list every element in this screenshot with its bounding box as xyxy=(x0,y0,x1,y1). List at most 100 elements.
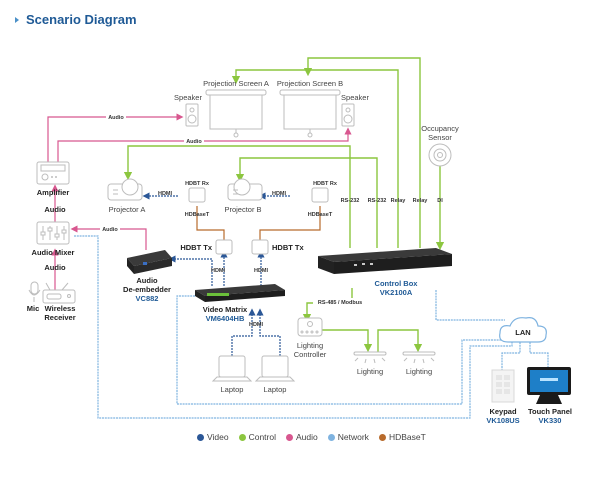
occupancy-sensor xyxy=(428,143,452,167)
audio-line-speaker-a xyxy=(47,113,184,162)
rs485-label: RS-485 / Modbus xyxy=(318,300,362,306)
hdbaset-label-b: HDBaseT xyxy=(308,212,333,218)
hdbaset-label-a: HDBaseT xyxy=(185,212,210,218)
lighting-1-label: Lighting xyxy=(357,367,383,376)
legend-label-video: Video xyxy=(207,432,229,442)
hdbt-rx-b xyxy=(311,187,329,203)
hdbt-line-b xyxy=(259,206,321,240)
control-line-lighting-2 xyxy=(377,329,423,353)
title-area: Scenario Diagram xyxy=(15,12,137,27)
control-line-projector-a xyxy=(123,145,351,248)
network-line-mixer xyxy=(74,235,513,419)
network-line-matrix xyxy=(176,295,505,405)
legend: Video Control Audio Network HDBaseT xyxy=(197,432,426,442)
audio-label-top: Audio xyxy=(108,115,124,121)
audio-mixer-label: Audio Mixer xyxy=(32,248,75,257)
wireless-receiver xyxy=(42,282,76,304)
relay-label-2: Relay xyxy=(413,198,429,204)
lighting-2-label: Lighting xyxy=(406,367,432,376)
hdmi-label-laptops: HDMI xyxy=(249,322,264,328)
hdbt-tx-b-label: HDBT Tx xyxy=(272,243,304,252)
legend-item-network: Network xyxy=(327,432,369,442)
control-line-screen-b xyxy=(303,57,421,248)
audio-label-second: Audio xyxy=(186,139,202,145)
legend-dot-control-icon xyxy=(238,433,246,441)
projector-a-label: Projector A xyxy=(109,205,146,214)
keypad-label: Keypad xyxy=(489,407,517,416)
lighting-controller-label-1: Lighting xyxy=(297,341,323,350)
control-line-lighting-1 xyxy=(322,329,373,353)
legend-item-audio: Audio xyxy=(286,432,318,442)
legend-item-control: Control xyxy=(238,432,276,442)
page-title: Scenario Diagram xyxy=(26,12,137,27)
lighting-controller-label-2: Controller xyxy=(294,350,327,359)
video-line-laptop2 xyxy=(256,308,281,356)
network-line-keypad xyxy=(501,342,521,370)
speaker-right-label: Speaker xyxy=(341,93,369,102)
lighting-2 xyxy=(402,351,436,364)
legend-label-hdbaset: HDBaseT xyxy=(388,432,426,442)
video-matrix xyxy=(195,284,285,302)
hdmi-label-proj-b: HDMI xyxy=(272,191,287,197)
legend-label-control: Control xyxy=(248,432,276,442)
mic xyxy=(28,281,41,302)
network-line-touch xyxy=(529,342,549,370)
video-matrix-label: Video Matrix xyxy=(203,305,248,314)
touch-panel-model: VK330 xyxy=(539,416,562,425)
audio-deembedder xyxy=(127,250,172,274)
legend-dot-network-icon xyxy=(327,433,335,441)
audio-mixer xyxy=(36,221,70,245)
legend-label-network: Network xyxy=(337,432,369,442)
lan-label: LAN xyxy=(515,328,530,337)
wireless-receiver-label-1: Wireless xyxy=(45,304,76,313)
projection-screen-a-label: Projection Screen A xyxy=(203,79,269,88)
projector-b xyxy=(227,178,263,201)
laptop-2-label: Laptop xyxy=(264,385,287,394)
control-box-label: Control Box xyxy=(375,279,419,288)
video-matrix-model: VM6404HB xyxy=(206,314,245,323)
video-line-laptop1 xyxy=(231,308,256,356)
legend-dot-video-icon xyxy=(197,433,204,441)
hdmi-label-tx-b: HDMI xyxy=(254,268,269,274)
projector-b-label: Projector B xyxy=(224,205,261,214)
hdbt-line-a xyxy=(196,206,225,240)
occupancy-sensor-label-1: Occupancy xyxy=(421,124,459,133)
speaker-left xyxy=(185,103,199,127)
touch-panel-label: Touch Panel xyxy=(528,407,572,416)
hdbt-tx-a xyxy=(215,239,233,255)
legend-item-video: Video xyxy=(197,432,229,442)
occupancy-sensor-label-2: Sensor xyxy=(428,133,452,142)
amplifier-label: Amplifier xyxy=(37,188,70,197)
keypad-model: VK108US xyxy=(486,416,519,425)
laptop-1-label: Laptop xyxy=(221,385,244,394)
lighting-1 xyxy=(353,351,387,364)
audio-deembedder-label-1: Audio xyxy=(136,276,158,285)
di-label: DI xyxy=(437,198,443,204)
hdbt-tx-b xyxy=(251,239,269,255)
rs232-label-2: RS-232 xyxy=(368,198,387,204)
audio-deembedder-model: VC882 xyxy=(136,294,159,303)
mic-label: Mic xyxy=(27,304,40,313)
legend-dot-hdbaset-icon xyxy=(378,433,386,441)
control-line-projector-b xyxy=(235,157,378,248)
projector-a xyxy=(107,178,143,201)
hdmi-label-tx-a: HDMI xyxy=(211,268,226,274)
control-line-screen-a xyxy=(231,69,399,248)
legend-label-audio: Audio xyxy=(296,432,318,442)
speaker-left-label: Speaker xyxy=(174,93,202,102)
audio-line-deembedder-mixer xyxy=(70,225,147,250)
amplifier xyxy=(36,161,70,185)
laptop-2 xyxy=(254,355,296,382)
audio-label-amp: Audio xyxy=(44,205,66,214)
wireless-receiver-label-2: Receiver xyxy=(44,313,75,322)
projection-screen-b-label: Projection Screen B xyxy=(277,79,343,88)
keypad xyxy=(491,369,515,403)
legend-dot-audio-icon xyxy=(286,433,293,441)
rs232-label-1: RS-232 xyxy=(341,198,360,204)
hdbt-tx-a-label: HDBT Tx xyxy=(180,243,212,252)
lighting-controller xyxy=(297,317,323,337)
audio-label-deembed: Audio xyxy=(102,227,118,233)
touch-panel xyxy=(527,367,571,404)
legend-item-hdbaset: HDBaseT xyxy=(378,432,426,442)
